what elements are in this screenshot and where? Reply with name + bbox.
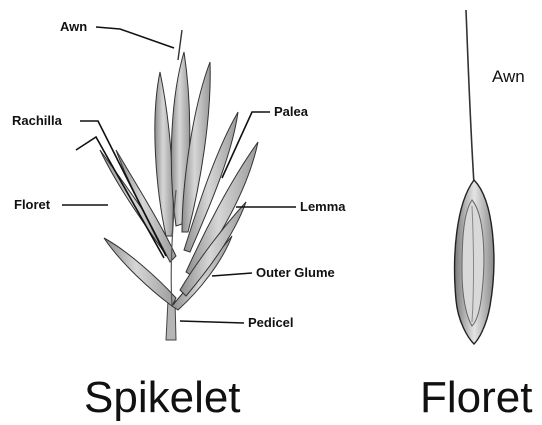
label-lemma: Lemma bbox=[300, 199, 346, 214]
spikelet-awn bbox=[178, 30, 182, 60]
leader-floret-bracket bbox=[76, 137, 164, 258]
label-outer-glume: Outer Glume bbox=[256, 265, 335, 280]
label-awn: Awn bbox=[60, 19, 87, 34]
label-pedicel: Pedicel bbox=[248, 315, 294, 330]
floret-awn bbox=[466, 10, 474, 184]
leader-pedicel bbox=[180, 321, 244, 323]
leader-awn bbox=[96, 27, 174, 48]
label-palea: Palea bbox=[274, 104, 309, 119]
label-floret: Floret bbox=[14, 197, 51, 212]
spikelet-title: Spikelet bbox=[84, 373, 241, 422]
label-rachilla: Rachilla bbox=[12, 113, 63, 128]
floret-title: Floret bbox=[420, 373, 532, 422]
leader-outer-glume bbox=[212, 273, 252, 276]
floret-center-left bbox=[155, 72, 173, 236]
floret-illustration bbox=[455, 10, 494, 344]
floret-awn-label: Awn bbox=[492, 67, 525, 86]
